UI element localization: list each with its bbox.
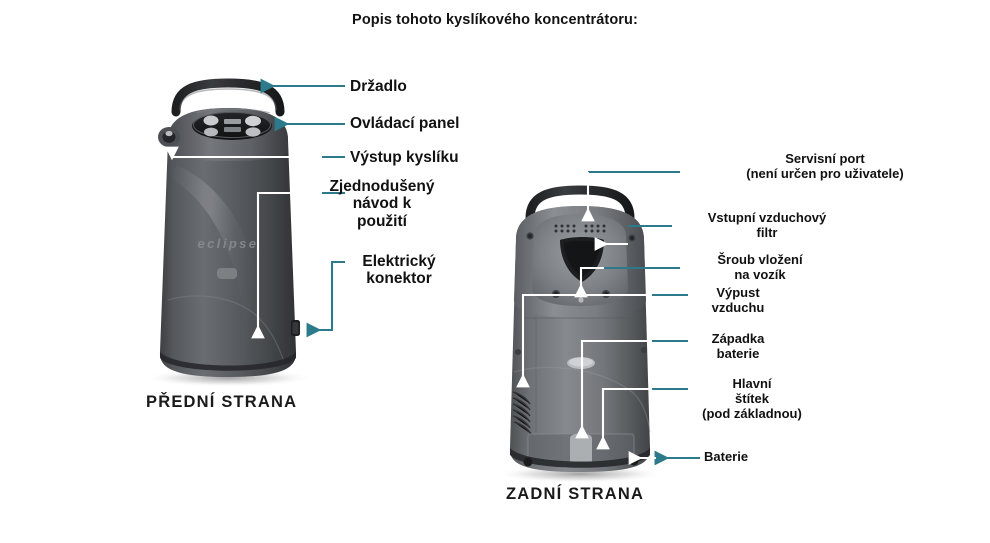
back-leader-lines xyxy=(588,170,700,466)
svg-text:eclipse: eclipse xyxy=(198,236,259,251)
front-unit-illustration: eclipse xyxy=(142,78,314,387)
callout-main-label: Hlavní štítek (pod základnou) xyxy=(702,376,802,421)
back-unit-illustration xyxy=(494,185,666,483)
callout-control-panel: Ovládací panel xyxy=(350,115,460,132)
page-title: Popis tohoto kyslíkového koncentrátoru: xyxy=(352,12,638,28)
callout-air-intake-filter: Vstupní vzduchový filtr xyxy=(707,210,827,240)
callout-service-port: Servisní port (není určen pro uživatele) xyxy=(746,151,904,181)
callout-battery: Baterie xyxy=(704,449,749,464)
callout-battery-latch: Západka baterie xyxy=(711,331,765,361)
callout-oxygen-outlet: Výstup kyslíku xyxy=(350,149,459,166)
callout-handle: Držadlo xyxy=(350,78,407,95)
front-overlay-lines xyxy=(165,146,322,339)
back-overlay-lines xyxy=(516,172,656,465)
callout-cart-screw: Šroub vložení na vozík xyxy=(717,252,803,282)
caption-front-view: PŘEDNÍ STRANA xyxy=(146,393,298,411)
callout-quick-guide: Zjednodušený návod k použití xyxy=(329,178,435,230)
caption-back-view: ZADNÍ STRANA xyxy=(506,485,645,503)
callout-power-connector: Elektrický konektor xyxy=(362,253,436,288)
front-leader-lines xyxy=(260,78,345,338)
callout-air-exhaust: Výpust vzduchu xyxy=(711,285,765,315)
